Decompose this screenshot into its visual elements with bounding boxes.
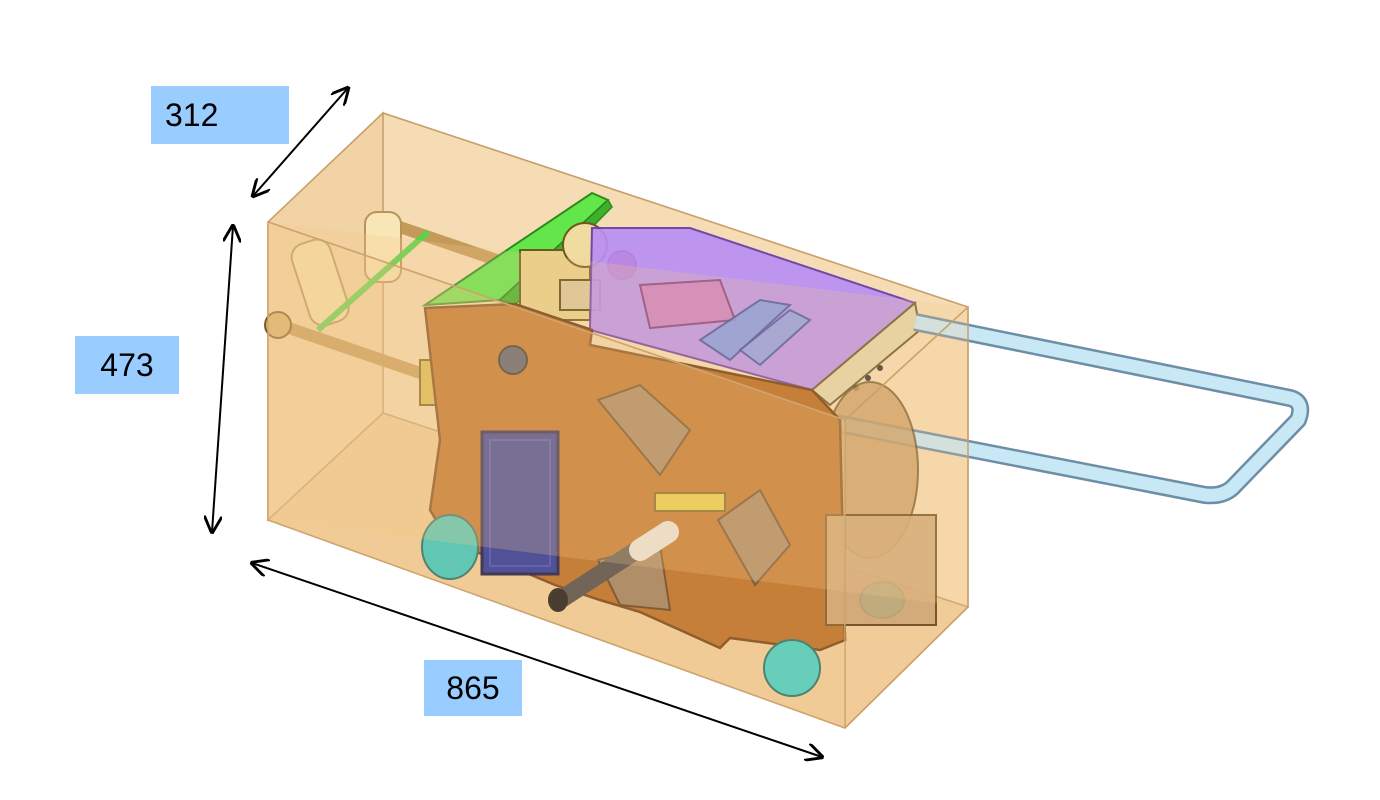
height-dimension-label: 473 (75, 336, 179, 394)
width-arrow (252, 563, 822, 757)
width-dimension-label: 865 (424, 660, 522, 716)
height-arrow (212, 226, 233, 532)
dimension-arrows (212, 88, 822, 757)
push-handle (818, 313, 1310, 505)
depth-dimension-label: 312 (151, 86, 289, 144)
depth-arrow (253, 88, 348, 196)
electronics-enclosure (588, 227, 922, 407)
